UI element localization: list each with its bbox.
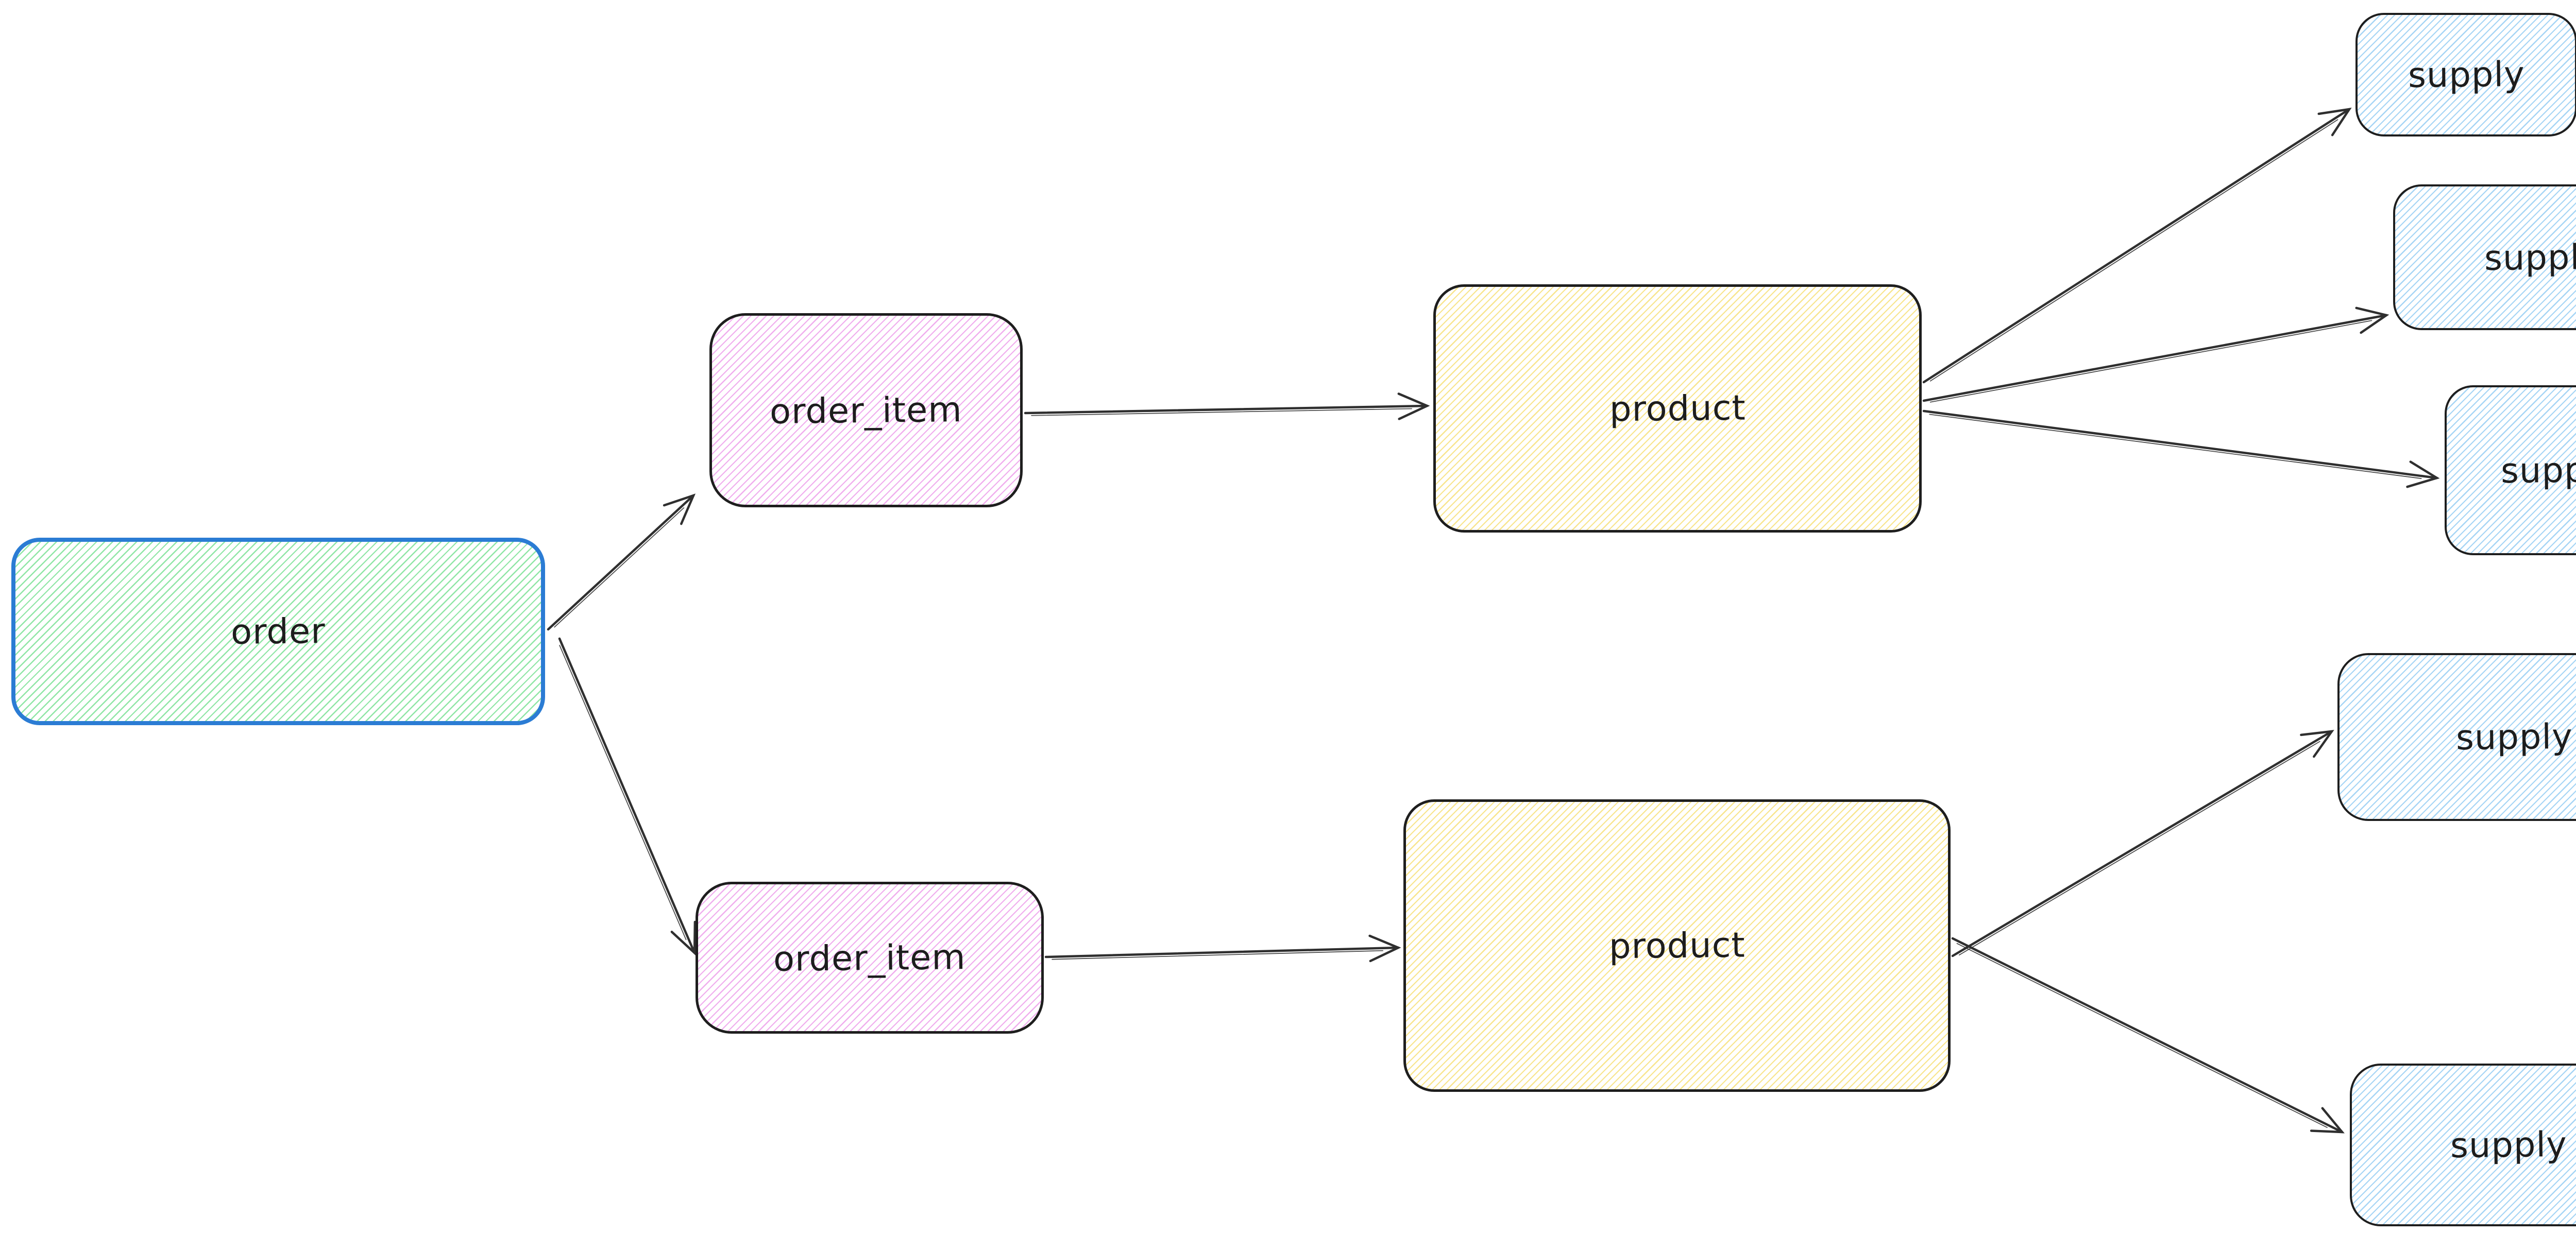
node-supply-3-label: supply <box>2500 449 2576 491</box>
edge-shaft <box>1951 937 2344 1134</box>
arrowhead <box>1397 392 1430 420</box>
node-supply-2[interactable]: supply <box>2393 184 2576 330</box>
node-order-label: order <box>230 611 326 652</box>
node-product-bottom-label: product <box>1608 924 1745 967</box>
edge-shaft-echo <box>559 645 687 940</box>
edge-shaft-echo <box>1929 119 2338 382</box>
arrowhead <box>1368 934 1401 963</box>
arrowhead <box>2310 1107 2345 1134</box>
edge-shaft <box>1044 946 1400 958</box>
arrowhead <box>2300 730 2334 758</box>
node-order-item-top-label: order_item <box>769 389 963 432</box>
node-order-item-top[interactable]: order_item <box>709 313 1023 507</box>
node-product-bottom[interactable]: product <box>1403 799 1951 1092</box>
edge-order-order_item_top[interactable] <box>547 493 696 631</box>
edge-order-order_item_bottom[interactable] <box>558 637 697 956</box>
node-order-item-bottom[interactable]: order_item <box>696 882 1044 1034</box>
node-product-top[interactable]: product <box>1433 284 1922 533</box>
edge-shaft <box>547 494 695 631</box>
edge-product_bottom-supply_4[interactable] <box>1951 730 2334 957</box>
arrowhead <box>670 920 697 956</box>
arrowhead <box>2406 460 2440 488</box>
node-supply-3[interactable]: supply <box>2445 385 2576 555</box>
node-order-item-bottom-label: order_item <box>773 936 967 979</box>
edge-shaft <box>1951 730 2333 957</box>
node-supply-5[interactable]: supply <box>2350 1064 2576 1226</box>
edge-order_item_bottom-product_bottom[interactable] <box>1044 934 1401 963</box>
edge-shaft <box>558 637 696 954</box>
node-supply-4[interactable]: supply <box>2337 653 2576 821</box>
edge-shaft <box>1922 108 2351 384</box>
edge-product_bottom-supply_5[interactable] <box>1951 937 2345 1134</box>
edge-order_item_top-product_top[interactable] <box>1024 392 1430 420</box>
node-product-top-label: product <box>1609 387 1746 430</box>
node-supply-2-label: supply <box>2484 236 2576 278</box>
edge-shaft-echo <box>1958 741 2320 956</box>
arrowhead <box>663 493 696 525</box>
edge-product_top-supply_3[interactable] <box>1922 409 2440 488</box>
node-order[interactable]: order <box>11 538 545 725</box>
edge-shaft-echo <box>1031 408 1412 416</box>
arrowhead <box>2317 108 2352 136</box>
edge-shaft-echo <box>554 507 685 628</box>
node-supply-1[interactable]: supply <box>2355 13 2576 136</box>
edge-product_top-supply_2[interactable] <box>1922 306 2389 403</box>
edge-shaft-echo <box>1052 950 1384 960</box>
arrowhead <box>2355 306 2389 334</box>
edge-shaft <box>1024 404 1429 415</box>
edge-product_top-supply_1[interactable] <box>1922 108 2352 384</box>
node-supply-4-label: supply <box>2455 716 2573 758</box>
node-supply-1-label: supply <box>2408 54 2525 96</box>
edge-shaft-echo <box>1929 320 2372 403</box>
edge-shaft-echo <box>1929 414 2422 479</box>
edge-shaft-echo <box>1956 943 2328 1128</box>
edge-shaft <box>1922 314 2388 402</box>
node-supply-5-label: supply <box>2450 1124 2567 1166</box>
edge-shaft <box>1922 409 2438 480</box>
